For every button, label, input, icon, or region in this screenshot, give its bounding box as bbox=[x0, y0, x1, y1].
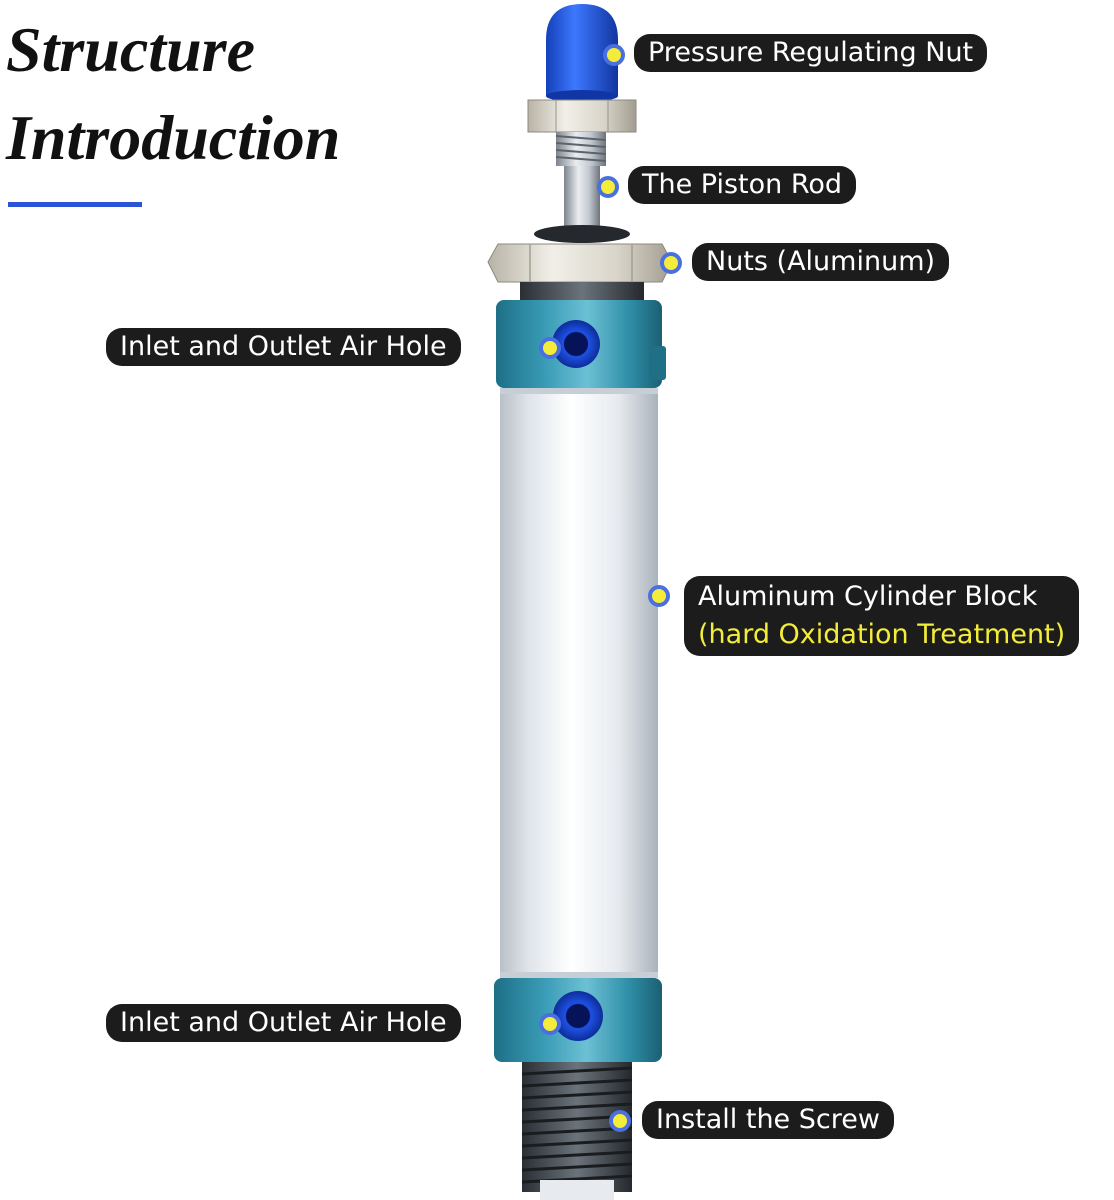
install-screw-label: Install the Screw bbox=[642, 1101, 894, 1139]
piston-rod bbox=[564, 166, 600, 232]
air-hole-top-label: Inlet and Outlet Air Hole bbox=[106, 328, 461, 366]
title-line-2: Introduction bbox=[6, 102, 341, 173]
install-screw-marker bbox=[609, 1110, 631, 1132]
adjusting-screw bbox=[555, 132, 607, 166]
cylinder-block-note: (hard Oxidation Treatment) bbox=[698, 619, 1066, 650]
lock-nut bbox=[527, 99, 637, 133]
title-accent-bar bbox=[8, 202, 142, 207]
mounting-nut bbox=[487, 243, 673, 283]
air-hole-bottom-label: Inlet and Outlet Air Hole bbox=[106, 1004, 461, 1042]
pressure-nut-cap bbox=[546, 4, 618, 102]
bottom-end-cap bbox=[494, 978, 662, 1062]
cylinder-block-label: Aluminum Cylinder Block (hard Oxidation … bbox=[684, 576, 1080, 656]
air-hole-bottom-marker bbox=[539, 1013, 561, 1035]
cylinder-barrel bbox=[500, 388, 658, 978]
cylinder-block-title: Aluminum Cylinder Block bbox=[698, 581, 1038, 612]
pressure-nut-label: Pressure Regulating Nut bbox=[634, 34, 988, 72]
cylinder-block-marker bbox=[648, 585, 670, 607]
piston-rod-label: The Piston Rod bbox=[628, 166, 857, 204]
pressure-nut-marker bbox=[603, 44, 625, 66]
air-hole-top-marker bbox=[539, 337, 561, 359]
title-line-1: Structure bbox=[6, 14, 255, 85]
top-end-cap bbox=[496, 300, 666, 388]
nuts-label: Nuts (Aluminum) bbox=[692, 243, 950, 281]
piston-rod-marker bbox=[597, 176, 619, 198]
nuts-marker bbox=[660, 252, 682, 274]
